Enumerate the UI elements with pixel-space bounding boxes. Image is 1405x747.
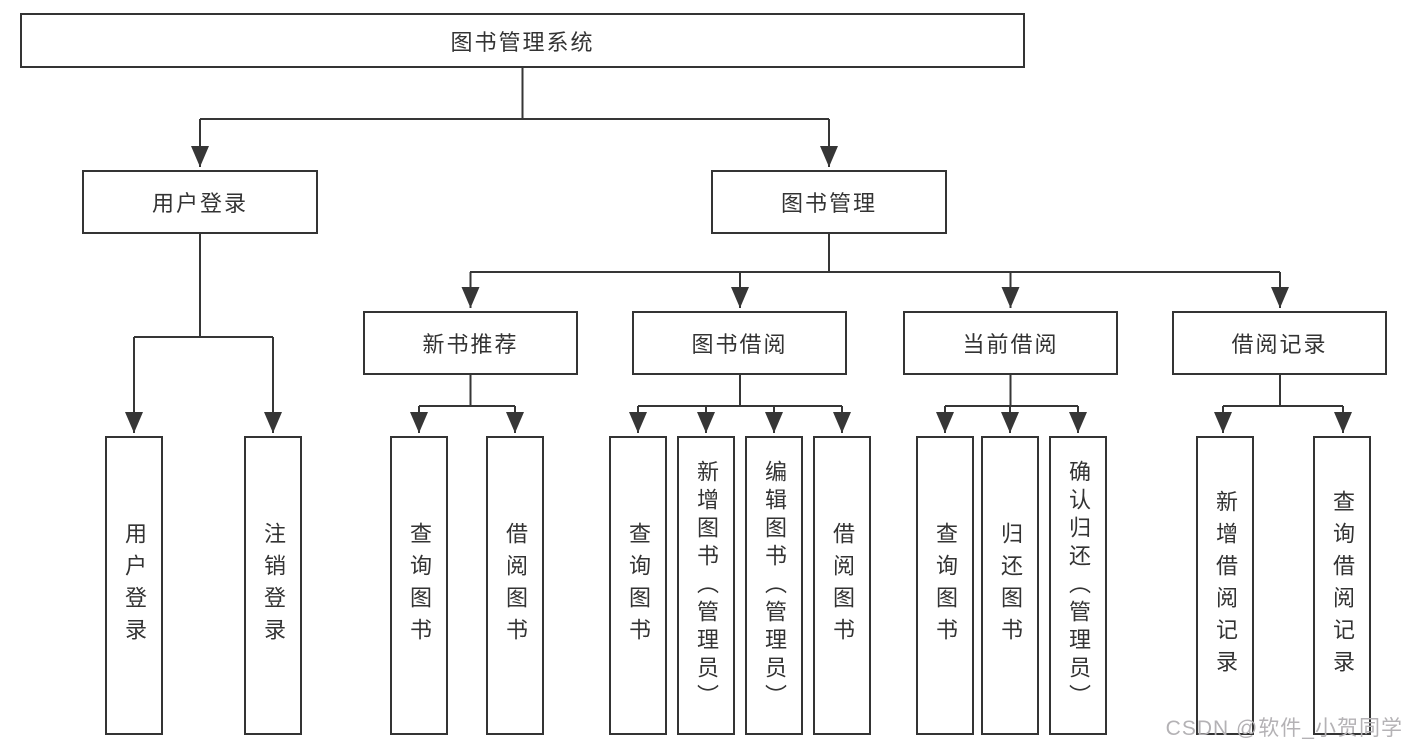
leaf-borrow-book-recommend-label: 借阅图书 <box>503 521 528 650</box>
node-borrow-records-label: 借阅记录 <box>1231 332 1328 357</box>
leaf-edit-book-admin-label: 编辑图书（管理员） <box>762 459 787 712</box>
node-current-borrow-label: 当前借阅 <box>962 332 1059 357</box>
node-book-management-label: 图书管理 <box>780 191 877 216</box>
leaf-user-login-label: 用户登录 <box>122 521 147 650</box>
leaf-query-book-current-label: 查询图书 <box>933 521 958 650</box>
node-borrow-records: 借阅记录 <box>1172 311 1387 375</box>
leaf-logout-login: 注销登录 <box>244 436 302 735</box>
connector-current-borrow <box>945 375 1078 407</box>
node-new-book-recommend: 新书推荐 <box>363 311 578 375</box>
root-node-label: 图书管理系统 <box>450 29 595 55</box>
node-user-login: 用户登录 <box>82 170 318 234</box>
leaf-query-book-current: 查询图书 <box>916 436 974 735</box>
leaf-add-book-admin: 新增图书（管理员） <box>677 436 735 735</box>
node-user-login-label: 用户登录 <box>151 191 248 216</box>
leaf-query-borrow-record: 查询借阅记录 <box>1313 436 1371 735</box>
leaf-borrow-book-label: 借阅图书 <box>830 521 855 650</box>
leaf-query-book-recommend: 查询图书 <box>390 436 448 735</box>
connector-new-book-recommend <box>419 375 515 407</box>
leaf-logout-login-label: 注销登录 <box>261 521 286 650</box>
leaf-query-book-borrow-label: 查询图书 <box>626 521 651 650</box>
node-book-borrow: 图书借阅 <box>632 311 847 375</box>
node-book-borrow-label: 图书借阅 <box>691 332 788 357</box>
leaf-borrow-book-recommend: 借阅图书 <box>486 436 544 735</box>
node-new-book-recommend-label: 新书推荐 <box>422 332 519 357</box>
leaf-query-book-borrow: 查询图书 <box>609 436 667 735</box>
leaf-add-borrow-record: 新增借阅记录 <box>1196 436 1254 735</box>
leaf-confirm-return-admin: 确认归还（管理员） <box>1049 436 1107 735</box>
connector-borrow-records <box>1223 375 1343 407</box>
connector-root <box>200 68 829 120</box>
connector-book-management <box>470 234 1280 273</box>
leaf-borrow-book: 借阅图书 <box>813 436 871 735</box>
node-current-borrow: 当前借阅 <box>903 311 1118 375</box>
leaf-query-book-recommend-label: 查询图书 <box>407 521 432 650</box>
leaf-edit-book-admin: 编辑图书（管理员） <box>745 436 803 735</box>
leaf-confirm-return-admin-label: 确认归还（管理员） <box>1066 459 1091 712</box>
root-node-library-system: 图书管理系统 <box>20 13 1025 68</box>
connector-user-login <box>134 234 273 338</box>
leaf-add-borrow-record-label: 新增借阅记录 <box>1213 489 1238 682</box>
leaf-query-borrow-record-label: 查询借阅记录 <box>1330 489 1355 682</box>
csdn-watermark: CSDN @软件_小贺同学 <box>1165 717 1403 740</box>
connector-book-borrow <box>638 375 842 407</box>
leaf-user-login: 用户登录 <box>105 436 163 735</box>
node-book-management: 图书管理 <box>711 170 947 234</box>
leaf-return-book: 归还图书 <box>981 436 1039 735</box>
leaf-add-book-admin-label: 新增图书（管理员） <box>694 459 719 712</box>
leaf-return-book-label: 归还图书 <box>998 521 1023 650</box>
